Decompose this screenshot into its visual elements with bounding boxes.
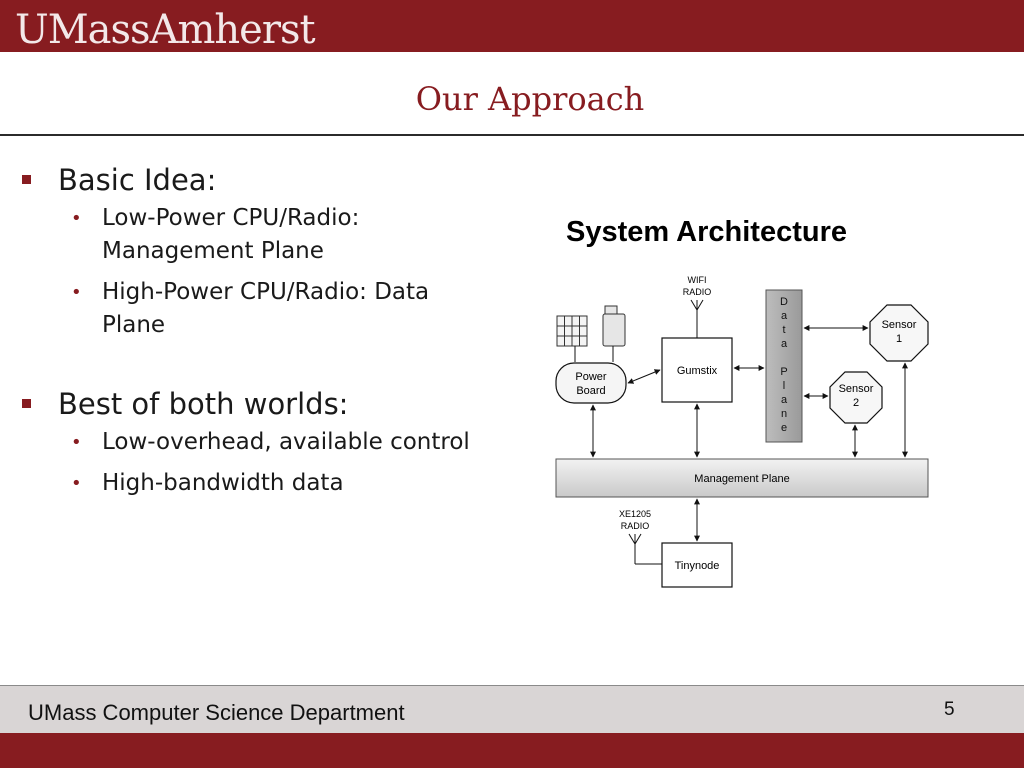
tinynode-label: Tinynode [675, 560, 720, 572]
data-plane-bar [765, 289, 803, 443]
footer-department: UMass Computer Science Department [28, 700, 405, 725]
bullet-label: Best of both worlds: [58, 387, 349, 421]
sub-bullet: • High-bandwidth data [22, 467, 492, 500]
svg-text:e: e [781, 422, 787, 434]
svg-text:n: n [781, 408, 787, 420]
svg-text:t: t [782, 324, 785, 336]
solar-panel-icon [556, 315, 588, 347]
management-plane-label: Management Plane [694, 473, 789, 485]
square-bullet-icon [22, 175, 31, 184]
svg-text:D: D [780, 296, 788, 308]
data-plane-label: D a t a P l a n e [780, 296, 788, 434]
sensor1-label: 1 [896, 333, 902, 345]
wifi-antenna-icon [690, 299, 704, 338]
sensor1-octagon [869, 304, 929, 362]
svg-text:P: P [780, 366, 787, 378]
sub-bullet-text: Low-overhead, available control [102, 429, 470, 455]
wifi-radio-label: WIFI [688, 275, 707, 285]
connection-arrows [590, 325, 908, 542]
xe1205-radio-label: RADIO [621, 521, 650, 531]
square-bullet-icon [22, 399, 31, 408]
dot-bullet-icon: • [71, 473, 82, 494]
sub-bullet: • Low-Power CPU/Radio: Management Plane [22, 202, 492, 268]
sub-bullet-text: High-bandwidth data [102, 470, 344, 496]
svg-text:l: l [783, 380, 785, 392]
power-board-label: Board [576, 385, 605, 397]
slide-title: Our Approach [415, 80, 645, 118]
sub-bullet-text: Low-Power CPU/Radio: Management Plane [102, 205, 360, 264]
svg-text:a: a [781, 394, 788, 406]
management-plane-bar [555, 458, 929, 498]
dot-bullet-icon: • [71, 432, 82, 453]
title-divider [0, 134, 1024, 136]
top-banner: UMassAmherst [0, 0, 1024, 52]
sub-bullet: • Low-overhead, available control [22, 426, 492, 459]
power-board-label: Power [575, 371, 607, 383]
sensor2-label: Sensor [839, 383, 874, 395]
svg-text:a: a [781, 338, 788, 350]
battery-icon [602, 305, 626, 347]
diagram-title: System Architecture [566, 216, 847, 248]
bottom-banner [0, 733, 1024, 768]
wifi-radio-label: RADIO [683, 287, 712, 297]
page-number: 5 [944, 699, 955, 720]
umass-logo: UMassAmherst [15, 7, 316, 53]
gumstix-label: Gumstix [677, 365, 718, 377]
dot-bullet-icon: • [71, 208, 82, 229]
gumstix-box [661, 337, 733, 403]
svg-text:a: a [781, 310, 788, 322]
bullet-label: Basic Idea: [58, 163, 217, 197]
sub-bullet-text: High-Power CPU/Radio: Data Plane [102, 279, 430, 338]
sensor2-octagon [829, 371, 883, 424]
sensor2-label: 2 [853, 397, 859, 409]
xe1205-antenna-icon [628, 533, 662, 565]
bullet-list: Basic Idea: • Low-Power CPU/Radio: Manage… [22, 160, 492, 508]
sub-bullet: • High-Power CPU/Radio: Data Plane [22, 276, 492, 342]
bullet-best-of-both: Best of both worlds: [22, 384, 492, 424]
tinynode-box [661, 542, 733, 588]
footer-bar [0, 685, 1024, 734]
xe1205-radio-label: XE1205 [619, 509, 651, 519]
sensor1-label: Sensor [882, 319, 917, 331]
bullet-basic-idea: Basic Idea: [22, 160, 492, 200]
dot-bullet-icon: • [71, 282, 82, 303]
power-board-box [555, 362, 627, 404]
system-architecture-diagram: WIFI RADIO Gumstix D a t a P l a n e Pow… [555, 275, 929, 588]
